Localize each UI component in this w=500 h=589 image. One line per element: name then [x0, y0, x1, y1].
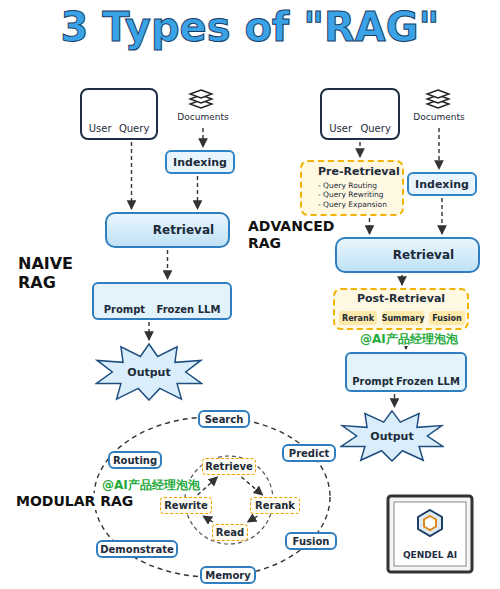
node-text: Query [119, 123, 149, 134]
node-text: - Query Routing [308, 181, 396, 190]
flow-arrow [148, 322, 149, 340]
flow-arrow [248, 516, 258, 522]
node-text: Fusion [432, 314, 461, 323]
node-text: Retrieval [153, 223, 214, 237]
mod-box: Routing [108, 451, 162, 469]
flow-arrow [167, 250, 168, 279]
flow-arrow [438, 128, 439, 169]
star-box: Output [340, 410, 444, 462]
inner-box: Retrieve [202, 458, 256, 475]
node-text: Rerank [255, 500, 295, 511]
mod-box: Search [198, 410, 250, 428]
mini-box: Summary [382, 311, 424, 325]
inner-box: Read [212, 524, 248, 541]
ret-box: Retrieval [335, 237, 480, 273]
node-text: User [89, 123, 112, 134]
documents-icon [427, 90, 449, 108]
node-text: Fusion [293, 536, 330, 547]
node-text: Post-Retrieval [339, 292, 463, 305]
mod-box: Fusion [285, 532, 337, 550]
mini-box: Rerank [339, 311, 377, 325]
mod-box: Predict [282, 444, 336, 462]
node-text: Read [216, 527, 244, 538]
icons-box: User Query [80, 88, 158, 140]
flow-arrow [202, 128, 203, 147]
watermark: @AI产品经理泡泡 [358, 332, 460, 346]
node-text: - Query Expansion [308, 200, 396, 209]
node-text: Retrieval [393, 248, 454, 262]
section-label: ADVANCED RAG [248, 218, 332, 252]
documents-icon [190, 90, 212, 108]
flow-arrow [197, 176, 198, 209]
logo-icon [418, 510, 442, 536]
logo-text: QENDEL AI [388, 550, 472, 561]
flow-arrow [369, 218, 370, 234]
idx-box: Indexing [407, 172, 477, 196]
node-text: Frozen LLM [156, 304, 220, 315]
inner-box: Rewrite [160, 497, 212, 514]
node-text: Query [360, 123, 390, 134]
watermark: @AI产品经理泡泡 [100, 478, 202, 492]
node-text: Rerank [342, 314, 374, 323]
node-text: Retrieve [205, 461, 253, 472]
flow-arrow [131, 142, 132, 209]
plain-box: Documents [174, 112, 232, 126]
plain-box: Documents [408, 112, 470, 126]
node-text: Summary [382, 314, 425, 323]
node-text: Demonstrate [100, 544, 173, 555]
title: 3 Types of "RAG" [0, 4, 500, 50]
node-text: Output [127, 366, 170, 379]
flow-arrow [401, 275, 402, 285]
flow-arrow [241, 477, 262, 495]
section-label: NAIVE RAG [18, 254, 80, 292]
flow-arrow [203, 516, 213, 522]
node-text: Rewrite [164, 500, 208, 511]
mod-box: Memory [200, 566, 256, 584]
prompt-box: Prompt Frozen LLM [92, 282, 232, 320]
ret-box: Retrieval [105, 212, 230, 248]
idx-box: Indexing [165, 150, 235, 174]
flow-arrow [394, 394, 395, 407]
node-text: Predict [289, 448, 329, 459]
post-box: Post-RetrievalRerank Summary Fusion [333, 288, 469, 330]
node-text: Pre-Retrieval [308, 165, 396, 179]
node-text: User [329, 123, 352, 134]
node-text: Memory [205, 570, 250, 581]
node-text: Routing [113, 455, 157, 466]
node-text: Prompt [352, 376, 394, 387]
logo-frame [388, 496, 472, 572]
flow-arrow [359, 142, 360, 157]
icons-box: User Query [320, 88, 400, 140]
node-text: Documents [174, 112, 232, 122]
flow-arrow [441, 198, 442, 234]
node-text: Frozen LLM [396, 376, 460, 387]
node-text: Search [205, 414, 244, 425]
inner-box: Rerank [250, 497, 300, 514]
node-text: Documents [408, 112, 470, 122]
node-text: Output [370, 430, 413, 443]
star-box: Output [95, 343, 203, 401]
pre-box: Pre-Retrieval - Query Routing- Query Rewr… [300, 160, 404, 216]
mini-box: Fusion [429, 311, 465, 325]
node-text: Indexing [173, 156, 227, 169]
mod-box: Demonstrate [96, 540, 178, 558]
node-text: Indexing [415, 178, 469, 191]
node-text: - Query Rewriting [308, 190, 396, 199]
node-text: Prompt [104, 304, 146, 315]
section-label: MODULAR RAG [14, 493, 135, 510]
prompt-box: PromptFrozen LLM [345, 352, 467, 392]
